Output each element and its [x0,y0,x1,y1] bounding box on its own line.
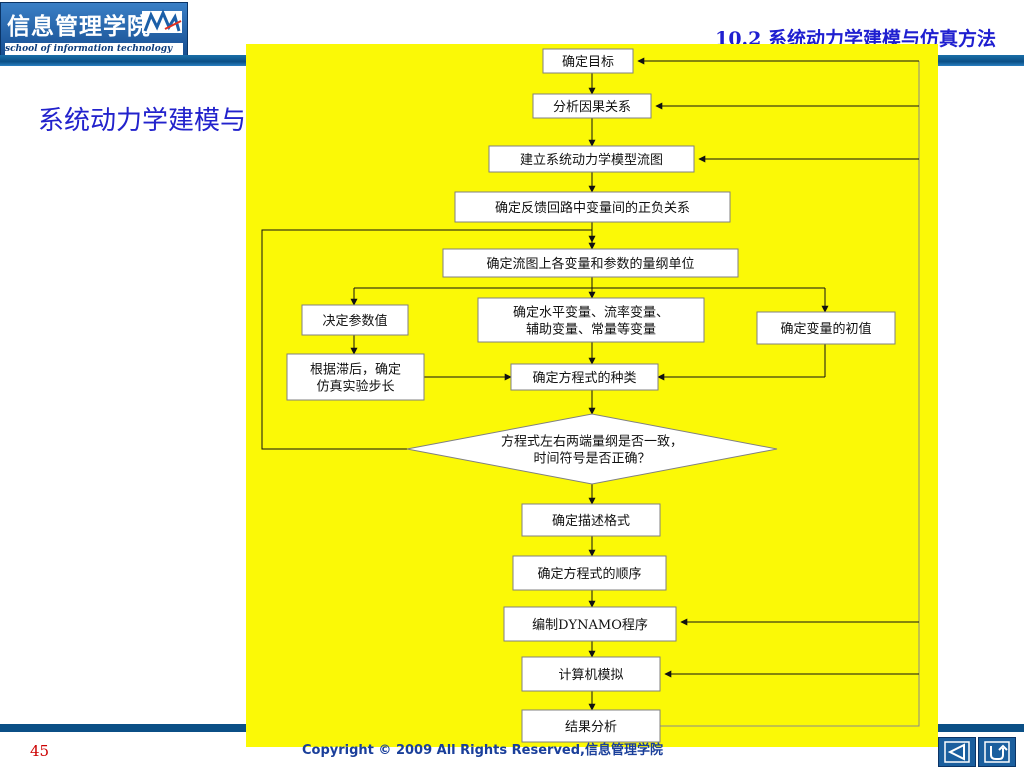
flow-node-label: 时间符号是否正确？ [533,451,650,467]
flow-node-n10: 确定方程式的种类 [510,363,659,391]
flow-node-label: 辅助变量、常量等变量 [526,322,656,338]
flow-node-label: 决定参数值 [322,313,387,329]
flow-node-n1: 确定目标 [542,48,634,74]
flow-node-label: 方程式左右两端量纲是否一致， [501,434,683,450]
flow-node-shape [510,363,659,391]
flow-node-shape [286,353,425,401]
flow-node-label: 根据滞后，确定 [310,363,401,378]
flow-node-label: 确定反馈回路中变量间的正负关系 [495,200,690,216]
flowchart-nodes: 确定目标分析因果关系建立系统动力学模型流图确定反馈回路中变量间的正负关系确定流图… [286,48,896,743]
flowchart-edges [261,57,920,727]
flow-node-shape [521,656,661,692]
flow-node-n4: 确定反馈回路中变量间的正负关系 [454,191,731,223]
flow-node-label: 建立系统动力学模型流图 [520,152,663,168]
school-logo: 信息管理学院 school of information technology [0,2,188,58]
flow-node-label: 确定方程式的种类 [532,370,636,386]
flow-node-n16: 结果分析 [521,709,661,743]
flow-node-n13: 确定方程式的顺序 [512,555,667,591]
flow-node-shape [521,503,661,537]
flow-node-shape [542,48,634,74]
flow-node-shape [454,191,731,223]
flow-node-label: 编制DYNAMO程序 [532,618,648,633]
flowchart-panel: 确定目标分析因果关系建立系统动力学模型流图确定反馈回路中变量间的正负关系确定流图… [246,44,938,747]
copyright-text: Copyright © 2009 All Rights Reserved,信息管… [302,743,663,758]
triangle-left-icon [944,741,970,763]
return-arrow-icon [984,741,1010,763]
flow-node-label: 仿真实验步长 [316,379,394,395]
logo-mark-icon [142,9,182,33]
prev-slide-button[interactable] [938,737,976,767]
flow-node-shape [503,606,677,642]
flow-node-n14: 编制DYNAMO程序 [503,606,677,642]
flow-node-shape [532,93,652,119]
flow-node-label: 分析因果关系 [553,100,631,115]
flow-node-label: 确定描述格式 [552,513,630,529]
edge-n11-feedback [261,229,592,450]
flow-node-label: 确定流图上各变量和参数的量纲单位 [486,256,694,272]
flow-node-label: 确定变量的初值 [780,321,871,337]
flow-node-n5: 确定流图上各变量和参数的量纲单位 [442,248,739,278]
flow-node-label: 结果分析 [565,720,617,735]
flow-node-n3: 建立系统动力学模型流图 [488,145,695,173]
flow-node-shape [477,297,705,343]
flowchart: 确定目标分析因果关系建立系统动力学模型流图确定反馈回路中变量间的正负关系确定流图… [261,48,920,743]
flow-node-n6: 决定参数值 [301,304,409,336]
flow-node-n11: 方程式左右两端量纲是否一致，时间符号是否正确？ [406,413,778,485]
logo-subtitle: school of information technology [5,43,183,55]
flow-node-shape [521,709,661,743]
slide-navigation [938,737,1016,767]
flow-node-shape [756,311,896,345]
flow-node-n7: 确定水平变量、流率变量、辅助变量、常量等变量 [477,297,705,343]
edge-results-feedback-trunk [660,61,920,727]
flow-node-shape [406,413,778,485]
page-number: 45 [30,742,50,760]
flow-node-shape [512,555,667,591]
logo-text: 信息管理学院 [7,14,151,40]
flow-node-n2: 分析因果关系 [532,93,652,119]
flow-node-n15: 计算机模拟 [521,656,661,692]
flow-node-shape [442,248,739,278]
flow-node-label: 确定目标 [562,55,614,70]
flow-node-label: 计算机模拟 [558,668,623,683]
return-button[interactable] [978,737,1016,767]
flow-node-label: 确定方程式的顺序 [537,566,641,582]
flow-node-shape [488,145,695,173]
flow-node-n8: 确定变量的初值 [756,311,896,345]
flow-node-n12: 确定描述格式 [521,503,661,537]
flow-node-shape [301,304,409,336]
edge-n5-branch-right [591,277,825,289]
edge-n5-branch-left [354,277,593,289]
flow-node-label: 确定水平变量、流率变量、 [513,305,669,321]
